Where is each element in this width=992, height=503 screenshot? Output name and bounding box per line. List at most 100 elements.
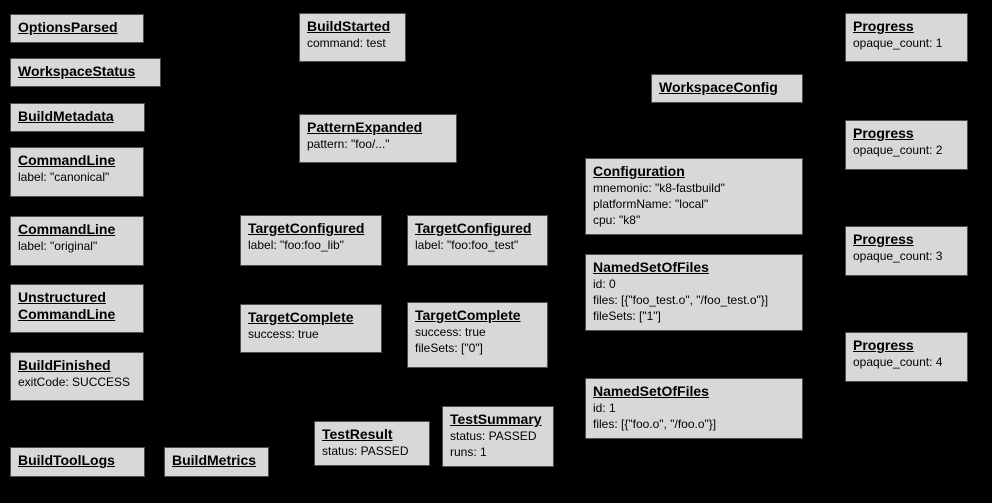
event-node-title: TargetComplete	[248, 309, 374, 326]
event-node-field: id: 0	[593, 277, 616, 291]
event-node-title: BuildStarted	[307, 18, 398, 35]
event-node-title-line: CommandLine	[18, 152, 116, 168]
event-node-title-line: TestSummary	[450, 411, 542, 427]
event-node-field: cpu: "k8"	[593, 213, 641, 227]
event-node-target-configured-foo-lib: TargetConfigured label: "foo:foo_lib"	[240, 215, 382, 266]
event-node-pattern-expanded: PatternExpanded pattern: "foo/..."	[299, 114, 457, 163]
event-node-title: NamedSetOfFiles	[593, 259, 795, 276]
event-node-title: Progress	[853, 231, 960, 248]
event-node-title: TargetConfigured	[248, 220, 374, 237]
event-node-field: command: test	[307, 36, 386, 50]
event-node-title-line: Progress	[853, 125, 914, 141]
event-node-build-metadata: BuildMetadata	[10, 103, 145, 132]
event-node-title-line: BuildToolLogs	[18, 452, 115, 468]
event-node-build-started: BuildStarted command: test	[299, 13, 406, 62]
event-node-title-line: BuildStarted	[307, 18, 391, 34]
event-node-command-line-canonical: CommandLine label: "canonical"	[10, 147, 144, 197]
event-node-field: success: true	[415, 325, 486, 339]
event-node-title-line: Progress	[853, 231, 914, 247]
event-node-title: CommandLine	[18, 152, 136, 169]
event-node-title-line: WorkspaceStatus	[18, 63, 136, 79]
event-node-title: TargetConfigured	[415, 220, 540, 237]
event-node-title: PatternExpanded	[307, 119, 449, 136]
event-node-title: Progress	[853, 125, 960, 142]
event-node-title: Configuration	[593, 163, 795, 180]
event-node-title-line: TargetComplete	[248, 309, 354, 325]
event-node-title: BuildMetrics	[172, 452, 261, 469]
event-node-field: label: "foo:foo_test"	[415, 238, 519, 252]
event-node-progress-1: Progress opaque_count: 1	[845, 13, 968, 62]
event-node-title: BuildMetadata	[18, 108, 137, 125]
event-node-named-set-of-files-1: NamedSetOfFiles id: 1 files: [{"foo.o", "/…	[585, 378, 803, 439]
event-node-title: Progress	[853, 18, 960, 35]
event-node-title-line: BuildMetadata	[18, 108, 114, 124]
event-node-title: NamedSetOfFiles	[593, 383, 795, 400]
event-node-title-line: PatternExpanded	[307, 119, 423, 135]
event-node-title-line: NamedSetOfFiles	[593, 383, 709, 399]
event-node-title-line: TestResult	[322, 426, 393, 442]
event-node-title-line: WorkspaceConfig	[659, 79, 778, 95]
event-node-title: TestSummary	[450, 411, 546, 428]
event-node-field: opaque_count: 3	[853, 249, 943, 263]
event-node-title-line: BuildMetrics	[172, 452, 257, 468]
event-node-title-line: TargetComplete	[415, 307, 521, 323]
event-node-configuration: Configuration mnemonic: "k8-fastbuild" pla…	[585, 158, 803, 235]
event-node-field: label: "canonical"	[18, 170, 110, 184]
event-node-field: id: 1	[593, 401, 616, 415]
event-node-field: opaque_count: 1	[853, 36, 943, 50]
event-node-build-finished: BuildFinished exitCode: SUCCESS	[10, 352, 144, 401]
event-node-title-line: OptionsParsed	[18, 19, 118, 35]
event-node-field: label: "foo:foo_lib"	[248, 238, 344, 252]
event-node-target-configured-foo-test: TargetConfigured label: "foo:foo_test"	[407, 215, 548, 266]
event-node-progress-4: Progress opaque_count: 4	[845, 332, 968, 382]
event-node-title-line: TargetConfigured	[248, 220, 365, 236]
event-node-field: mnemonic: "k8-fastbuild"	[593, 181, 725, 195]
event-node-title-line: BuildFinished	[18, 357, 111, 373]
event-node-title: OptionsParsed	[18, 19, 136, 36]
event-node-options-parsed: OptionsParsed	[10, 14, 144, 43]
event-node-field: opaque_count: 4	[853, 355, 943, 369]
event-node-field: opaque_count: 2	[853, 143, 943, 157]
event-node-title-line: TargetConfigured	[415, 220, 532, 236]
event-node-title-line: Configuration	[593, 163, 685, 179]
event-node-progress-3: Progress opaque_count: 3	[845, 226, 968, 276]
event-node-field: runs: 1	[450, 445, 487, 459]
event-node-field: files: [{"foo_test.o", "/foo_test.o"}]	[593, 293, 769, 307]
event-node-title: CommandLine	[18, 221, 136, 238]
event-node-field: files: [{"foo.o", "/foo.o"}]	[593, 417, 717, 431]
event-node-title-line: CommandLine	[18, 306, 116, 322]
event-node-workspace-config: WorkspaceConfig	[651, 74, 803, 103]
event-node-progress-2: Progress opaque_count: 2	[845, 120, 968, 170]
event-node-title: WorkspaceStatus	[18, 63, 153, 80]
event-node-build-tool-logs: BuildToolLogs	[10, 447, 145, 477]
event-node-target-complete-foo-test: TargetComplete success: true fileSets: ["0…	[407, 302, 548, 368]
event-node-title-line: CommandLine	[18, 221, 116, 237]
event-node-field: fileSets: ["0"]	[415, 341, 483, 355]
event-node-field: platformName: "local"	[593, 197, 709, 211]
event-node-title-line: Progress	[853, 18, 914, 34]
event-node-title: TargetComplete	[415, 307, 540, 324]
event-node-title-line: Progress	[853, 337, 914, 353]
event-node-title: BuildToolLogs	[18, 452, 137, 469]
event-node-title: BuildFinished	[18, 357, 136, 374]
event-node-title-line: NamedSetOfFiles	[593, 259, 709, 275]
event-node-field: label: "original"	[18, 239, 98, 253]
event-node-title: Progress	[853, 337, 960, 354]
event-node-title: WorkspaceConfig	[659, 79, 795, 96]
event-node-workspace-status: WorkspaceStatus	[10, 58, 161, 87]
event-node-field: status: PASSED	[322, 444, 409, 458]
event-node-named-set-of-files-0: NamedSetOfFiles id: 0 files: [{"foo_test.o…	[585, 254, 803, 331]
event-node-title-line: Unstructured	[18, 289, 106, 305]
event-node-build-metrics: BuildMetrics	[164, 447, 269, 477]
event-node-field: fileSets: ["1"]	[593, 309, 661, 323]
event-node-command-line-original: CommandLine label: "original"	[10, 216, 144, 266]
event-node-target-complete-foo-lib: TargetComplete success: true	[240, 304, 382, 353]
event-node-field: pattern: "foo/..."	[307, 137, 390, 151]
event-node-field: success: true	[248, 327, 319, 341]
event-node-title: TestResult	[322, 426, 422, 443]
event-node-field: exitCode: SUCCESS	[18, 375, 131, 389]
